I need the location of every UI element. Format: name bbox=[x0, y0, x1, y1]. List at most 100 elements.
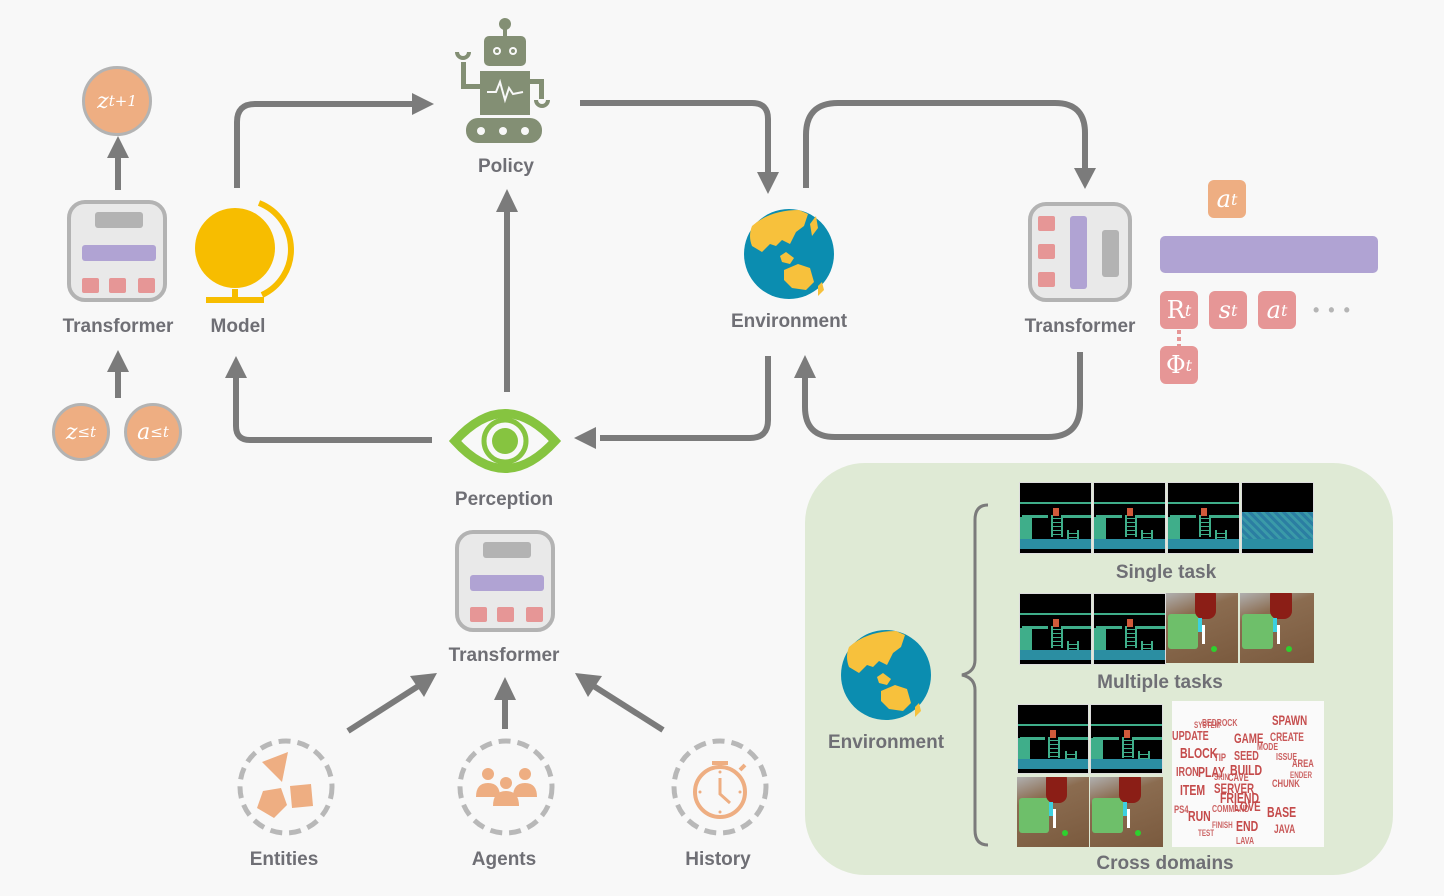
wordcloud-word: TIP bbox=[1214, 752, 1226, 764]
wordcloud-word: JAVA bbox=[1274, 822, 1296, 836]
token-base: a bbox=[137, 419, 151, 445]
wordcloud-word: PLAY bbox=[1198, 764, 1226, 781]
game-screenshot-thumbnail bbox=[1093, 593, 1166, 665]
arrow-transformer-to-environment bbox=[802, 352, 1083, 440]
wordcloud-word: ISSUE bbox=[1276, 752, 1298, 763]
wordcloud-word: COMMAND bbox=[1212, 804, 1250, 815]
wordcloud-word: ITEM bbox=[1180, 782, 1206, 799]
robot-manipulation-thumbnail bbox=[1090, 777, 1163, 847]
wordcloud-word: TEST bbox=[1198, 828, 1215, 838]
wordcloud-word: IRON bbox=[1176, 764, 1199, 779]
token-base: z bbox=[97, 88, 109, 114]
shapes-icon-entities bbox=[237, 738, 335, 836]
token-base: a bbox=[1266, 296, 1281, 324]
wordcloud-word: PS4 bbox=[1174, 804, 1189, 816]
arrow-history-to-transformer bbox=[590, 682, 665, 733]
wordcloud-word: LOVE bbox=[1234, 798, 1261, 814]
wordcloud-word: FINISH bbox=[1212, 820, 1233, 830]
label-entities: Entities bbox=[249, 849, 319, 870]
game-screenshot-thumbnail bbox=[1017, 704, 1089, 774]
token-sub: t bbox=[1184, 300, 1192, 320]
label-transformer-right: Transformer bbox=[1024, 316, 1136, 337]
token-base: a bbox=[1216, 185, 1231, 213]
label-history: History bbox=[685, 849, 751, 870]
label-policy: Policy bbox=[478, 156, 534, 177]
token-sub: t bbox=[1230, 189, 1238, 209]
earth-icon-environment bbox=[744, 209, 834, 299]
token-sub: t bbox=[1185, 355, 1193, 375]
wordcloud-word: BEDROCK bbox=[1202, 718, 1238, 729]
game-screenshot-thumbnail bbox=[1019, 482, 1092, 554]
transformer-icon-right bbox=[1028, 202, 1132, 302]
arrow-entities-to-transformer bbox=[346, 682, 422, 734]
arrow-model-to-policy bbox=[234, 101, 415, 188]
robot-manipulation-thumbnail bbox=[1017, 777, 1089, 847]
token-sub: ≤t bbox=[77, 423, 97, 441]
arrow-environment-to-transformer bbox=[803, 100, 1088, 188]
wordcloud-word: MODE bbox=[1257, 742, 1278, 753]
label-cross-domains: Cross domains bbox=[1096, 853, 1234, 874]
label-environment: Environment bbox=[730, 311, 848, 332]
token-sub: t bbox=[1280, 300, 1288, 320]
wordcloud-word: END bbox=[1236, 818, 1259, 835]
token-z-le-t: z≤t bbox=[52, 403, 110, 461]
game-screenshot-thumbnail bbox=[1241, 482, 1314, 554]
label-transformer-bottom: Transformer bbox=[448, 645, 560, 666]
arrow-policy-to-environment bbox=[580, 100, 771, 172]
wordcloud-word: SKIN bbox=[1214, 772, 1230, 782]
game-screenshot-thumbnail bbox=[1090, 704, 1163, 774]
curly-brace bbox=[961, 503, 989, 847]
arrow-perception-to-model bbox=[233, 378, 432, 443]
token-sub: t+1 bbox=[108, 92, 137, 110]
sequence-transformer-bar bbox=[1160, 236, 1378, 273]
wordcloud-word: ENDER bbox=[1290, 770, 1313, 780]
token-a-le-t: a≤t bbox=[124, 403, 182, 461]
label-agents: Agents bbox=[471, 849, 537, 870]
wordcloud-word: LAVA bbox=[1236, 836, 1255, 847]
wordcloud-word: RUN bbox=[1188, 808, 1211, 825]
arrow-environment-to-perception bbox=[600, 356, 771, 441]
label-single-task: Single task bbox=[1115, 562, 1217, 583]
wordcloud-word: UPDATE bbox=[1172, 728, 1209, 743]
people-icon-agents bbox=[457, 738, 555, 836]
wordcloud-word: AREA bbox=[1292, 758, 1314, 770]
sequence-ellipsis: • • • bbox=[1313, 300, 1352, 320]
game-screenshot-thumbnail bbox=[1167, 482, 1240, 554]
wordcloud-word: SPAWN bbox=[1272, 712, 1308, 728]
label-environment-panel: Environment bbox=[827, 732, 945, 753]
label-perception: Perception bbox=[454, 489, 554, 510]
token-sub: ≤t bbox=[150, 423, 169, 441]
transformer-icon-bottom bbox=[455, 530, 555, 632]
token-sub: t bbox=[1230, 300, 1238, 320]
transformer-icon-left bbox=[67, 200, 167, 302]
earth-icon-panel bbox=[841, 630, 931, 720]
token-base: R bbox=[1166, 296, 1185, 324]
wordcloud-word: CHUNK bbox=[1272, 778, 1300, 790]
label-model: Model bbox=[210, 316, 266, 337]
wordcloud-word: CAVE bbox=[1228, 772, 1249, 784]
game-screenshot-thumbnail bbox=[1093, 482, 1166, 554]
wordcloud-word: BLOCK bbox=[1180, 745, 1218, 762]
globe-icon-model bbox=[195, 200, 294, 303]
wordcloud-word: GAME bbox=[1234, 730, 1264, 746]
game-screenshot-thumbnail bbox=[1019, 593, 1092, 665]
wordcloud-word: BUILD bbox=[1230, 762, 1263, 779]
wordcloud-word: BASE bbox=[1267, 804, 1297, 821]
wordcloud-word: SERVER bbox=[1214, 780, 1255, 796]
token-base: Φ bbox=[1165, 351, 1186, 379]
stopwatch-icon-history bbox=[671, 738, 769, 836]
token-base: z bbox=[65, 419, 78, 445]
token-base: s bbox=[1218, 296, 1231, 324]
label-multiple-tasks: Multiple tasks bbox=[1097, 672, 1223, 693]
wordcloud-word: FRIEND bbox=[1220, 790, 1260, 807]
robot-manipulation-thumbnail bbox=[1166, 593, 1238, 663]
